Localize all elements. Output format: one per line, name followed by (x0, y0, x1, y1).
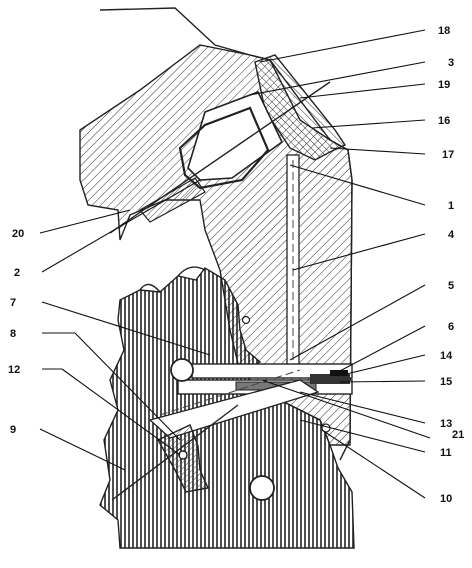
callout-20: 20 (12, 228, 24, 240)
callout-16: 16 (438, 115, 450, 127)
callout-6: 6 (448, 321, 454, 333)
callout-14: 14 (440, 350, 453, 362)
callout-3: 3 (448, 57, 454, 69)
ball-tiny (241, 315, 251, 325)
callout-9: 9 (10, 424, 16, 436)
callout-11: 11 (440, 447, 452, 459)
gear-tooth (139, 283, 161, 293)
cavity-3 (187, 90, 284, 181)
seal-14 (330, 370, 348, 376)
callout-15: 15 (440, 376, 452, 388)
callout-19: 19 (438, 79, 450, 91)
callout-7: 7 (10, 297, 16, 309)
callout-1: 1 (448, 200, 454, 212)
callout-18: 18 (438, 25, 450, 37)
callout-5: 5 (448, 280, 454, 292)
leader-lines (39, 29, 431, 499)
callout-12: 12 (8, 364, 20, 376)
ball-lower (249, 475, 275, 501)
plug-15 (310, 374, 350, 384)
callout-17: 17 (442, 149, 454, 161)
callout-21: 21 (452, 429, 464, 441)
callout-labels: 18 3 19 16 17 1 4 5 6 14 15 13 21 11 10 … (8, 25, 464, 505)
callout-8: 8 (10, 328, 16, 340)
callout-13: 13 (440, 418, 452, 430)
gear-tooth (177, 266, 206, 277)
callout-4: 4 (448, 229, 455, 241)
callout-2: 2 (14, 267, 20, 279)
callout-10: 10 (440, 493, 452, 505)
ball-small (178, 450, 188, 460)
insert-block (178, 106, 270, 190)
ball-upper (170, 358, 194, 382)
shank (139, 177, 206, 223)
diagonal-bore (148, 379, 320, 439)
